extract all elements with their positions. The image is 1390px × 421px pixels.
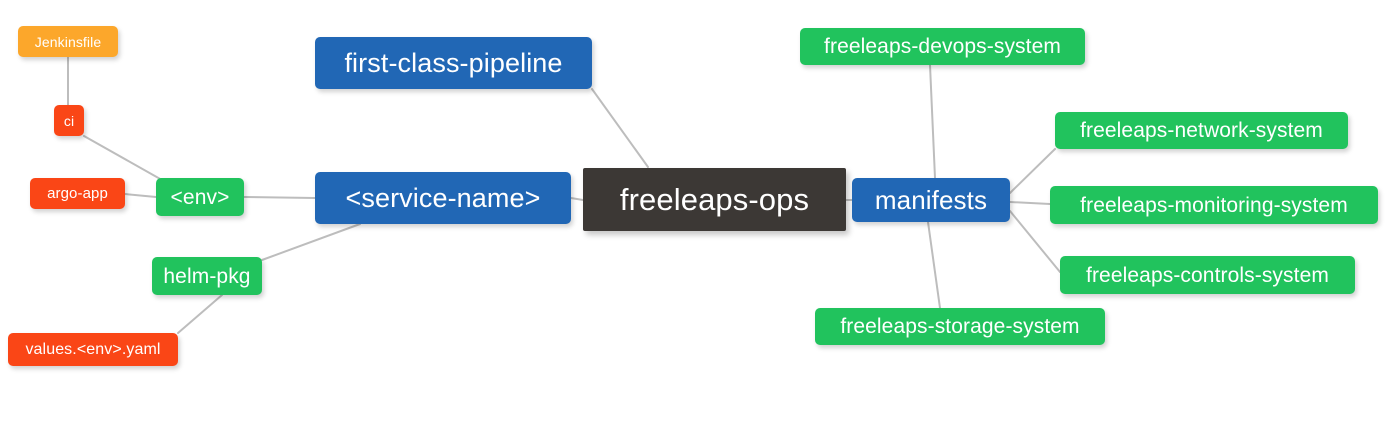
node-env[interactable]: <env> [156, 178, 244, 216]
edge-service-name-to-helm-pkg [261, 223, 361, 261]
node-jenkinsfile[interactable]: Jenkinsfile [18, 26, 118, 57]
node-ci[interactable]: ci [54, 105, 84, 136]
edge-manifests-to-freeleaps-storage-system [927, 221, 941, 309]
node-freeleaps-devops-system[interactable]: freeleaps-devops-system [800, 28, 1085, 65]
node-helm-pkg[interactable]: helm-pkg [152, 257, 262, 295]
edge-env-to-argo-app [124, 193, 157, 198]
node-first-class-pipeline[interactable]: first-class-pipeline [315, 37, 592, 89]
node-values-env-yaml[interactable]: values.<env>.yaml [8, 333, 178, 366]
edge-service-name-to-env [243, 196, 316, 199]
edge-env-to-ci [83, 135, 163, 181]
node-freeleaps-network-system[interactable]: freeleaps-network-system [1055, 112, 1348, 149]
edge-freeleaps-ops-to-service-name [570, 197, 584, 201]
node-manifests[interactable]: manifests [852, 178, 1010, 222]
node-argo-app[interactable]: argo-app [30, 178, 125, 209]
node-freeleaps-monitoring-system[interactable]: freeleaps-monitoring-system [1050, 186, 1378, 224]
edge-manifests-to-freeleaps-devops-system [929, 64, 936, 179]
node-freeleaps-storage-system[interactable]: freeleaps-storage-system [815, 308, 1105, 345]
edge-helm-pkg-to-values-env-yaml [177, 294, 223, 334]
node-freeleaps-ops[interactable]: freeleaps-ops [583, 168, 846, 231]
edge-manifests-to-freeleaps-monitoring-system [1009, 201, 1051, 205]
edge-manifests-to-freeleaps-network-system [1009, 148, 1056, 194]
node-freeleaps-controls-system[interactable]: freeleaps-controls-system [1060, 256, 1355, 294]
node-service-name[interactable]: <service-name> [315, 172, 571, 224]
edge-freeleaps-ops-to-first-class-pipeline [591, 88, 649, 168]
